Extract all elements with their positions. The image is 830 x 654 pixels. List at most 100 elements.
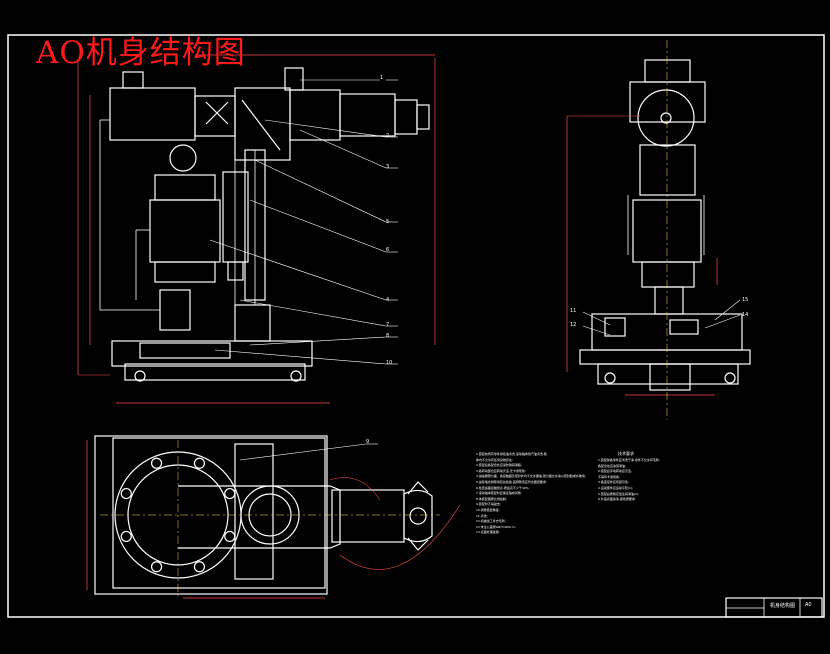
drawing-title: AO机身结构图 xyxy=(36,35,246,71)
bolt-hole xyxy=(193,457,206,469)
leader-line xyxy=(582,325,611,336)
callout-label: 3 xyxy=(386,164,390,170)
leader-line xyxy=(239,443,367,461)
note-line: 不得有卡滞现象; xyxy=(598,474,621,479)
bolt-hole xyxy=(120,487,132,500)
note-line: 9.装配时不得敲击; xyxy=(476,502,501,507)
note-line: 13.未注公差按GB/T1804-m; xyxy=(476,524,516,529)
callout-label: 4 xyxy=(386,297,390,303)
note-line: 3.各连接件应紧固可靠; xyxy=(598,480,629,485)
bolt-hole xyxy=(150,457,163,469)
plan-gripper-jaws xyxy=(407,481,429,551)
note-line: 14.表面处理发黑; xyxy=(476,530,500,535)
side-block xyxy=(604,317,626,337)
leader-line xyxy=(254,159,387,223)
joint-circle xyxy=(169,144,197,172)
note-line: 6.外露表面涂漆,颜色按要求; xyxy=(598,497,636,502)
callout-label: 14 xyxy=(742,312,749,318)
leader-line xyxy=(582,311,611,326)
bolt-hole xyxy=(193,561,206,573)
plan-arm xyxy=(178,485,341,549)
callout-label: 10 xyxy=(386,360,393,366)
plan-base-plate xyxy=(112,437,326,589)
side-motor-base xyxy=(641,261,695,288)
guide-end xyxy=(227,261,244,281)
support-post xyxy=(159,289,191,331)
note-line: 10.调整装配精度; xyxy=(476,507,500,512)
callout-label: 9 xyxy=(366,439,370,445)
title-block xyxy=(725,597,823,618)
plan-wrist xyxy=(331,489,405,543)
base-plate xyxy=(111,340,313,367)
leader-line xyxy=(209,239,387,301)
sheet-border xyxy=(7,34,825,618)
callout-label: 11 xyxy=(570,308,577,314)
technical-notes-right: 1.装配前各零件应清洗干净,零件不允许有毛刺; 各配合处应涂润滑油; 2.装配后… xyxy=(598,458,693,503)
note-line: 4.减速器剖分面、各接触面及密封处均不允许漏油,剖分面允许涂以密封胶或水玻璃; xyxy=(476,474,586,479)
motor-body xyxy=(149,199,221,263)
note-line: 7.滚动轴承装配时应保证轴向间隙; xyxy=(476,491,522,496)
callout-label: 5 xyxy=(386,219,390,225)
motor-flange xyxy=(154,174,216,201)
side-upper xyxy=(639,144,696,196)
note-line: 8.本装配图按比例绘制; xyxy=(476,496,507,501)
callout-label: 8 xyxy=(386,333,390,339)
side-top-cap xyxy=(644,59,691,83)
callout-label: 12 xyxy=(570,322,577,328)
callout-label: 6 xyxy=(386,247,390,253)
gripper-cap xyxy=(416,104,430,130)
technical-notes-left: 1.装配前所有零件用煤油清洗,滚动轴承用汽油清洗,箱 体内不允许有任何杂物存在;… xyxy=(476,452,601,536)
leader-line xyxy=(239,299,387,327)
note-line: 12.机械加工件去毛刺; xyxy=(476,519,506,524)
note-line: 2.装配后手动转动应灵活, xyxy=(598,469,632,474)
leader-line xyxy=(249,199,387,253)
top-bracket xyxy=(284,67,304,91)
callout-label: 2 xyxy=(386,133,390,139)
foot-circle xyxy=(290,370,302,382)
side-block xyxy=(669,319,699,335)
side-joint-hub xyxy=(660,112,672,124)
top-bracket xyxy=(122,71,144,89)
title-block-code: A0 xyxy=(805,602,812,608)
note-line: 各配合处应涂润滑油; xyxy=(598,463,627,468)
plan-gripper-body xyxy=(403,489,433,543)
diagonal-line xyxy=(241,99,281,151)
plan-column-block xyxy=(234,443,274,580)
note-line: 4.运动部件应运动平稳(1); xyxy=(598,485,634,490)
leader-line xyxy=(704,314,741,329)
bolt-hole xyxy=(120,530,132,543)
leader-line xyxy=(714,299,741,321)
gripper-motor xyxy=(339,93,396,137)
side-rail xyxy=(597,363,739,385)
base-rail xyxy=(124,363,306,381)
side-base xyxy=(579,349,751,365)
technical-requirements-title: 技术要求 xyxy=(618,451,634,456)
foot-circle xyxy=(134,370,146,382)
side-foot xyxy=(649,363,691,391)
plan-gripper-hub xyxy=(409,507,427,525)
note-line: 5.齿轮啮合侧隙用铅丝检验,其侧隙值应符合图纸要求; xyxy=(476,479,547,484)
note-line: 1.装配前所有零件用煤油清洗,滚动轴承用汽油清洗,箱 xyxy=(476,452,547,456)
bolt-hole xyxy=(150,561,163,573)
side-joint-circle xyxy=(637,89,695,147)
base-slot xyxy=(139,342,231,359)
side-head xyxy=(629,81,706,123)
note-line: 2.装配后各配合处应涂防锈润滑脂; xyxy=(476,463,522,468)
side-post xyxy=(654,286,684,315)
callout-label: 15 xyxy=(742,297,749,303)
note-line: 6.检查齿面接触斑点,按齿高不少于40%; xyxy=(476,485,530,490)
motor-base xyxy=(154,261,216,283)
arm-block xyxy=(194,95,236,137)
cross-mark xyxy=(205,101,229,125)
leader-line xyxy=(299,129,387,169)
bolt-hole xyxy=(224,530,236,543)
slide-block xyxy=(234,304,271,342)
leader-line xyxy=(249,336,387,346)
gripper-end xyxy=(394,99,418,135)
leader-line xyxy=(264,119,387,138)
arm-housing xyxy=(109,87,196,141)
foot-circle xyxy=(724,372,736,384)
callout-label: 7 xyxy=(386,322,390,328)
